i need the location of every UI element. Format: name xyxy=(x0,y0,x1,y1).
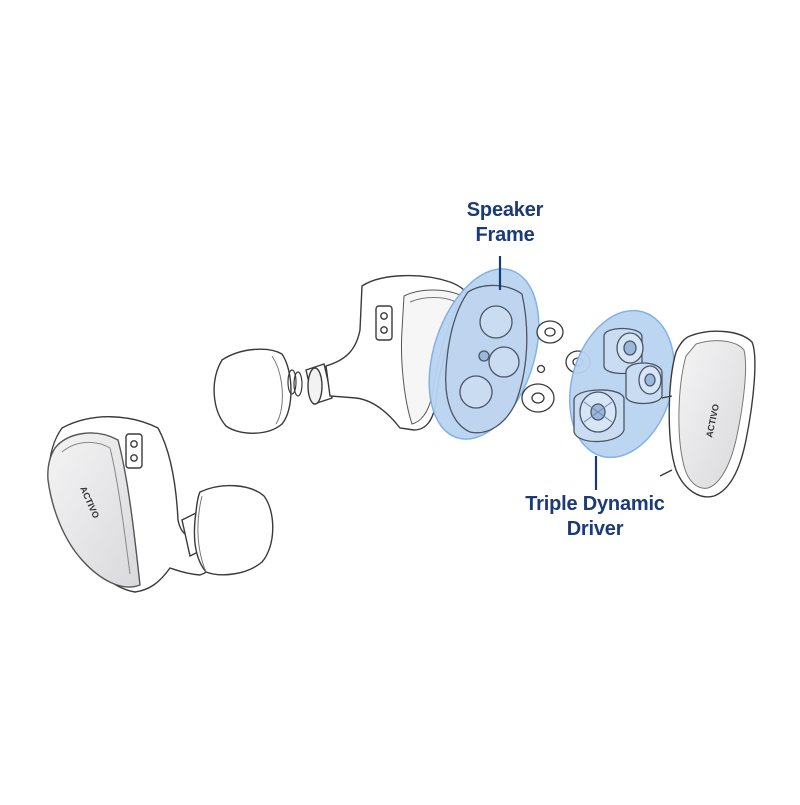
speaker-frame-label-line1: Speaker xyxy=(466,199,544,221)
washer-small xyxy=(536,364,546,374)
assembled-earphone: ACTIVO xyxy=(47,416,274,593)
triple-driver-parts xyxy=(573,327,663,443)
triple-driver-label: Triple Dynamic Driver xyxy=(470,492,720,542)
shell-connector xyxy=(375,305,393,341)
assembled-connector xyxy=(125,433,143,469)
exploded-faceplate: ACTIVO xyxy=(659,330,756,498)
speaker-frame-part xyxy=(445,284,528,434)
assembled-ear-tip xyxy=(193,484,274,576)
exploded-ear-tip xyxy=(213,348,292,434)
driver-right xyxy=(625,362,663,405)
washer-bottom xyxy=(521,383,555,413)
assembled-faceplate-inner xyxy=(61,442,131,575)
washer-top xyxy=(536,320,564,344)
assembled-faceplate xyxy=(47,432,141,588)
filter-spring xyxy=(287,369,303,397)
speaker-frame-label-line2: Frame xyxy=(475,224,535,246)
driver-top xyxy=(603,327,644,375)
triple-driver-label-line2: Driver xyxy=(566,518,624,540)
triple-driver-label-line1: Triple Dynamic xyxy=(525,493,665,515)
speaker-frame-label: Speaker Frame xyxy=(425,198,585,248)
driver-bottom xyxy=(573,389,625,443)
